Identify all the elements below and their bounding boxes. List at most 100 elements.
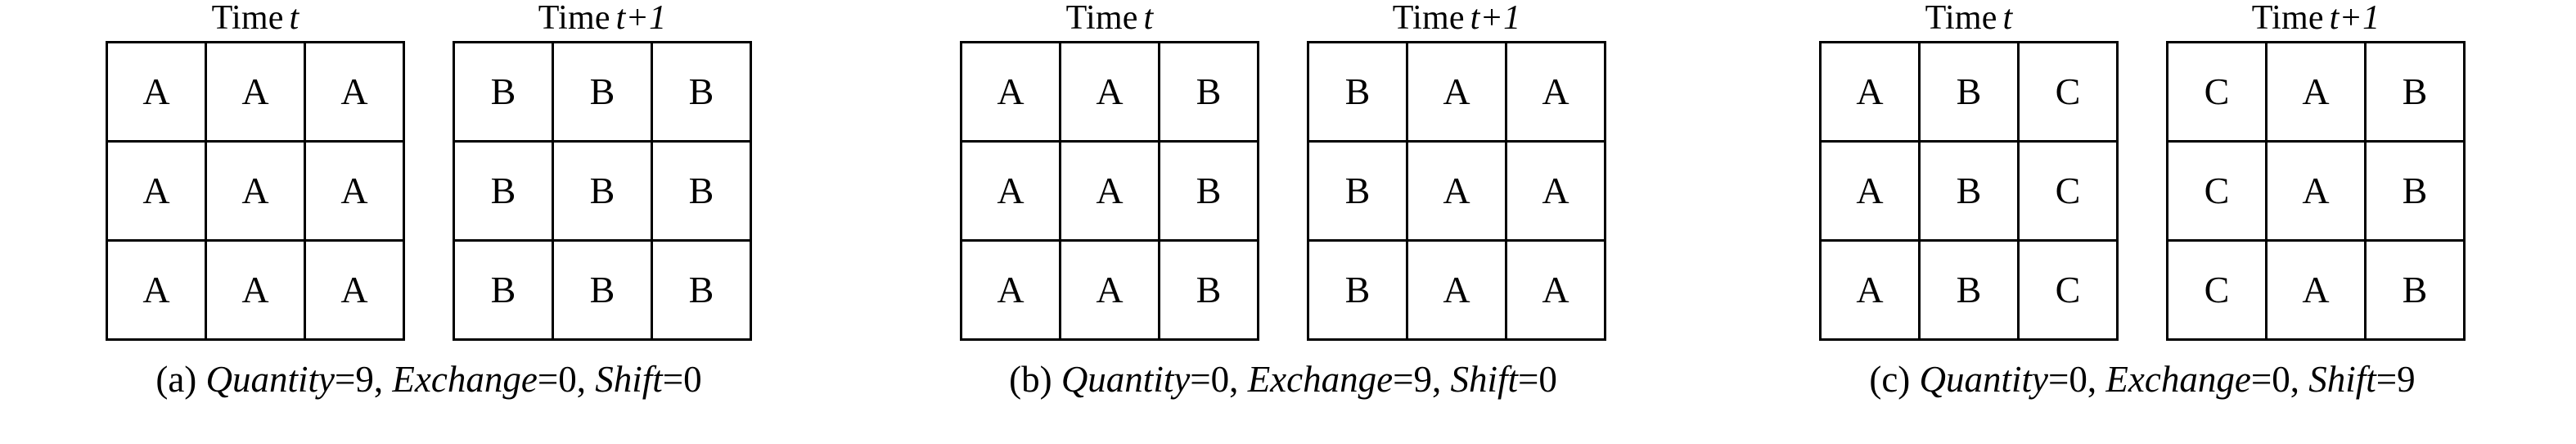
grid-cell: B — [1918, 140, 2020, 242]
panel-b-caption: (b) Quantity=0, Exchange=9, Shift=0 — [1009, 359, 1557, 400]
time-label: Time — [2251, 0, 2324, 37]
grid-cell: B — [651, 41, 752, 143]
grid-cell: A — [1505, 41, 1606, 143]
grid-cell: A — [960, 239, 1061, 341]
grid-cell: A — [205, 239, 306, 341]
grid-cell: C — [2017, 239, 2119, 341]
caption-param-exchange-value: =0, — [537, 359, 586, 400]
grid-cell: A — [1406, 140, 1507, 242]
time-label: Time — [211, 0, 284, 37]
table-row: C A B — [2166, 239, 2466, 341]
grid-cell: A — [106, 239, 207, 341]
grid-cell: B — [651, 239, 752, 341]
grid-cell: A — [1406, 239, 1507, 341]
caption-param-exchange: Exchange — [392, 359, 538, 400]
grid-cell: C — [2166, 140, 2268, 242]
grid-cell: B — [651, 140, 752, 242]
grid-table: B B B B B B B B B — [453, 41, 752, 341]
grid-cell: A — [1059, 239, 1160, 341]
grid-cell: C — [2017, 140, 2119, 242]
caption-param-shift-value: =0 — [1518, 359, 1557, 400]
grid-cell: A — [304, 41, 405, 143]
caption-param-quantity-value: =9, — [335, 359, 384, 400]
time-variable: t+1 — [615, 0, 667, 37]
grid-cell: A — [1505, 239, 1606, 341]
time-label: Time — [1925, 0, 1997, 37]
caption-param-exchange-value: =9, — [1393, 359, 1442, 400]
time-label: Time — [538, 0, 610, 37]
grid-table: C A B C A B C A B — [2166, 41, 2466, 341]
grid-cell: A — [1819, 140, 1921, 242]
grid-cell: B — [1307, 41, 1408, 143]
grid-table: B A A B A A B A A — [1307, 41, 1606, 341]
time-variable: t — [2002, 0, 2013, 37]
grid-cell: A — [1505, 140, 1606, 242]
grid-cell: A — [1059, 41, 1160, 143]
grid-table: A A A A A A A A A — [106, 41, 405, 341]
grid-cell: A — [2265, 140, 2367, 242]
caption-param-quantity: Quantity — [1061, 359, 1191, 400]
grid-cell: A — [2265, 239, 2367, 341]
time-variable: t+1 — [1470, 0, 1521, 37]
time-label: Time — [1065, 0, 1138, 37]
caption-param-exchange: Exchange — [1247, 359, 1394, 400]
table-row: C A B — [2166, 140, 2466, 242]
grid-cell: C — [2166, 41, 2268, 143]
caption-param-exchange: Exchange — [2105, 359, 2251, 400]
grid-cell: B — [2364, 239, 2466, 341]
caption-param-quantity-value: =0, — [2048, 359, 2097, 400]
table-row: B B B — [453, 140, 752, 242]
grid-cell: A — [1059, 140, 1160, 242]
grid-cell: B — [1158, 239, 1259, 341]
table-row: B B B — [453, 41, 752, 143]
grid-cell: A — [2265, 41, 2367, 143]
grid-cell: A — [106, 140, 207, 242]
caption-param-quantity-value: =0, — [1190, 359, 1239, 400]
grid-cell: B — [1918, 239, 2020, 341]
caption-param-shift: Shift — [2308, 359, 2376, 400]
time-variable: t — [1143, 0, 1154, 37]
caption-index: (c) — [1869, 359, 1911, 400]
table-row: A A B — [960, 140, 1259, 242]
grid-cell: B — [2364, 140, 2466, 242]
grid-cell: B — [552, 140, 653, 242]
grid-cell: A — [1819, 41, 1921, 143]
table-row: C A B — [2166, 41, 2466, 143]
grid-cell: A — [960, 140, 1061, 242]
caption-param-exchange-value: =0, — [2250, 359, 2299, 400]
caption-param-shift: Shift — [595, 359, 663, 400]
grid-cell: B — [453, 239, 554, 341]
grid-cell: A — [304, 239, 405, 341]
grid-cell: C — [2017, 41, 2119, 143]
caption-param-shift-value: =9 — [2376, 359, 2416, 400]
table-row: B A A — [1307, 41, 1606, 143]
grid-cell: B — [2364, 41, 2466, 143]
grid-cell: B — [552, 239, 653, 341]
grid-cell: A — [205, 41, 306, 143]
table-row: B A A — [1307, 140, 1606, 242]
grid-cell: A — [1406, 41, 1507, 143]
grid-cell: A — [304, 140, 405, 242]
grid-cell: B — [1158, 140, 1259, 242]
grid-cell: B — [1158, 41, 1259, 143]
caption-param-quantity: Quantity — [1919, 359, 2049, 400]
caption-param-shift: Shift — [1450, 359, 1519, 400]
grid-cell: B — [1918, 41, 2020, 143]
table-row: B A A — [1307, 239, 1606, 341]
panel-c-caption: (c) Quantity=0, Exchange=0, Shift=9 — [1869, 359, 2415, 400]
